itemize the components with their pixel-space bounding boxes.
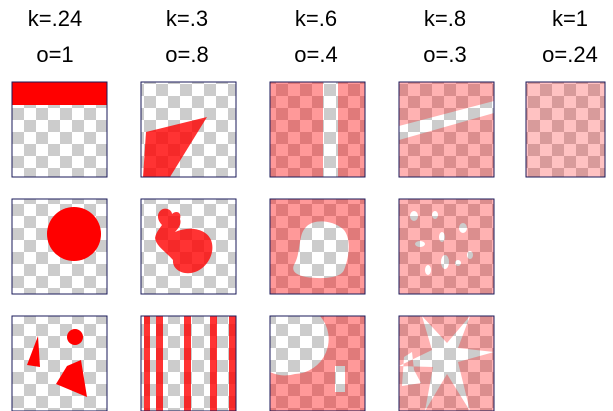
- tile-r2-c2: [270, 199, 365, 294]
- o-label-3: o=.3: [423, 42, 466, 67]
- column-headers: k=.24 o=1 k=.3 o=.8 k=.6 o=.4 k=.8 o=.3 …: [28, 6, 598, 67]
- tile-shape: [526, 82, 605, 177]
- k-label-0: k=.24: [28, 6, 82, 31]
- tile-r3-c0: [12, 316, 107, 411]
- tile-r1-c0: [12, 82, 107, 177]
- tile-shape: [47, 207, 101, 261]
- o-label-1: o=.8: [165, 42, 208, 67]
- k-label-3: k=.8: [424, 6, 466, 31]
- tile-r1-c4: [526, 82, 605, 177]
- k-label-2: k=.6: [295, 6, 337, 31]
- tile-r2-c1: [141, 199, 236, 294]
- tile-r3-c3: [399, 316, 494, 411]
- tile-r2-c0: [12, 199, 107, 294]
- tile-shape: [270, 82, 365, 177]
- tile-r3-c1: [141, 316, 236, 411]
- o-label-2: o=.4: [294, 42, 337, 67]
- tile-r1-c1: [141, 82, 236, 177]
- tile-shape: [12, 82, 107, 105]
- tile-r3-c2: [270, 316, 365, 411]
- tile-r1-c2: [270, 82, 365, 177]
- o-label-4: o=.24: [542, 42, 598, 67]
- k-label-4: k=1: [552, 6, 588, 31]
- o-label-0: o=1: [36, 42, 73, 67]
- k-label-1: k=.3: [166, 6, 208, 31]
- tile-r1-c3: [399, 82, 494, 177]
- tile-r2-c3: [399, 199, 494, 294]
